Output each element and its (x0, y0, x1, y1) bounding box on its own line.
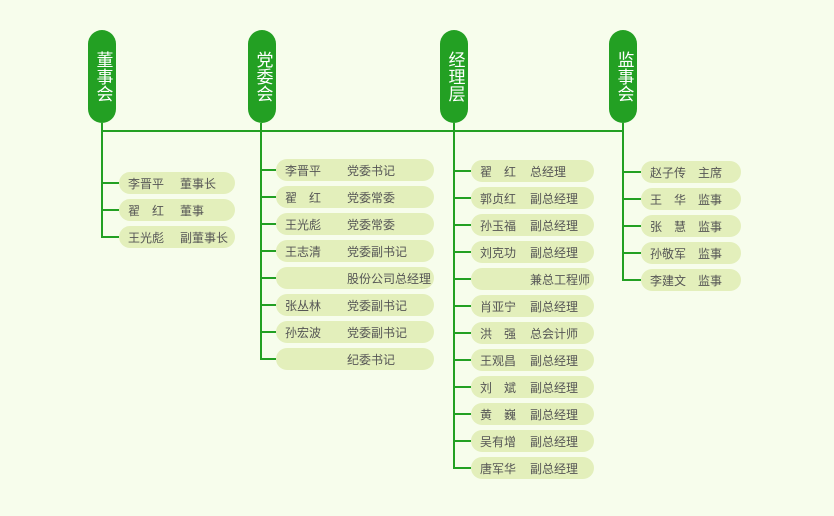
member-pill: 翟 红总经理 (471, 160, 594, 182)
member-pill: 张 慧监事 (641, 215, 741, 237)
column-header-3: 监事会 (609, 30, 637, 123)
member-pill: 兼总工程师 (471, 268, 594, 290)
member-name: 肖亚宁 (480, 299, 517, 314)
member-role: 党委常委 (347, 217, 396, 232)
member-role: 兼总工程师 (530, 272, 591, 287)
member-name: 孙玉福 (480, 218, 517, 233)
member-name: 李建文 (650, 273, 687, 288)
member-name: 翟 红 (285, 190, 322, 205)
member-name: 王志清 (285, 244, 322, 259)
member-pill: 李晋平董事长 (119, 172, 235, 194)
member-pill: 刘 斌副总经理 (471, 376, 594, 398)
member-role: 副总经理 (530, 353, 579, 368)
member-role: 副总经理 (530, 434, 579, 449)
member-pill: 翟 红 党委常委 (276, 186, 434, 208)
member-role: 副总经理 (530, 407, 579, 422)
member-pill: 股份公司总经理 (276, 267, 434, 289)
member-role: 党委书记 (347, 163, 396, 178)
column-header-1: 党委会 (248, 30, 276, 123)
member-name: 刘克功 (480, 245, 517, 260)
member-name: 赵子传 (650, 165, 687, 180)
member-pill: 王志清 党委副书记 (276, 240, 434, 262)
member-pill: 肖亚宁副总经理 (471, 295, 594, 317)
member-role: 副总经理 (530, 245, 579, 260)
member-name: 王 华 (650, 192, 687, 207)
member-name: 翟 红 (480, 164, 517, 179)
member-role: 党委副书记 (347, 298, 408, 313)
member-name: 洪 强 (480, 326, 517, 341)
member-role: 副总经理 (530, 380, 579, 395)
member-pill: 洪 强总会计师 (471, 322, 594, 344)
member-pill: 纪委书记 (276, 348, 434, 370)
member-name: 王观昌 (480, 353, 517, 368)
member-pill: 孙宏波 党委副书记 (276, 321, 434, 343)
member-pill: 李建文监事 (641, 269, 741, 291)
member-pill: 王光彪 党委常委 (276, 213, 434, 235)
member-role: 副总经理 (530, 299, 579, 314)
member-role: 股份公司总经理 (347, 271, 432, 286)
member-pill: 黄 巍副总经理 (471, 403, 594, 425)
member-name: 孙敬军 (650, 246, 687, 261)
member-role: 纪委书记 (347, 352, 396, 367)
member-name: 刘 斌 (480, 380, 517, 395)
member-pill: 王 华监事 (641, 188, 741, 210)
member-pill: 王光彪副董事长 (119, 226, 235, 248)
member-role: 总会计师 (530, 326, 579, 341)
member-name: 李晋平 (285, 163, 322, 178)
member-role: 党委副书记 (347, 325, 408, 340)
member-role: 监事 (698, 246, 723, 261)
member-pill: 张丛林 党委副书记 (276, 294, 434, 316)
member-pill: 唐军华副总经理 (471, 457, 594, 479)
member-role: 副总经理 (530, 191, 579, 206)
member-pill: 孙玉福副总经理 (471, 214, 594, 236)
member-pill: 李晋平 党委书记 (276, 159, 434, 181)
member-role: 董事长 (180, 176, 217, 191)
column-header-0: 董事会 (88, 30, 116, 123)
member-role: 主席 (698, 165, 723, 180)
member-role: 党委常委 (347, 190, 396, 205)
member-name: 郭贞红 (480, 191, 517, 206)
member-name: 张 慧 (650, 219, 687, 234)
member-pill: 吴有增副总经理 (471, 430, 594, 452)
member-name: 翟 红 (128, 203, 165, 218)
member-pill: 翟 红董事 (119, 199, 235, 221)
member-role: 总经理 (530, 164, 567, 179)
member-pill: 赵子传主席 (641, 161, 741, 183)
member-name: 黄 巍 (480, 407, 517, 422)
member-name: 吴有增 (480, 434, 517, 449)
member-role: 党委副书记 (347, 244, 408, 259)
member-role: 监事 (698, 273, 723, 288)
member-name: 李晋平 (128, 176, 165, 191)
member-pill: 王观昌副总经理 (471, 349, 594, 371)
member-role: 监事 (698, 219, 723, 234)
member-pill: 郭贞红副总经理 (471, 187, 594, 209)
member-role: 董事 (180, 203, 205, 218)
member-role: 监事 (698, 192, 723, 207)
member-name: 孙宏波 (285, 325, 322, 340)
member-pill: 孙敬军监事 (641, 242, 741, 264)
member-name: 王光彪 (128, 230, 165, 245)
column-header-2: 经理层 (440, 30, 468, 123)
member-role: 副总经理 (530, 461, 579, 476)
member-name: 王光彪 (285, 217, 322, 232)
member-role: 副总经理 (530, 218, 579, 233)
member-name: 唐军华 (480, 461, 517, 476)
member-name: 张丛林 (285, 298, 322, 313)
member-role: 副董事长 (180, 230, 229, 245)
member-pill: 刘克功副总经理 (471, 241, 594, 263)
